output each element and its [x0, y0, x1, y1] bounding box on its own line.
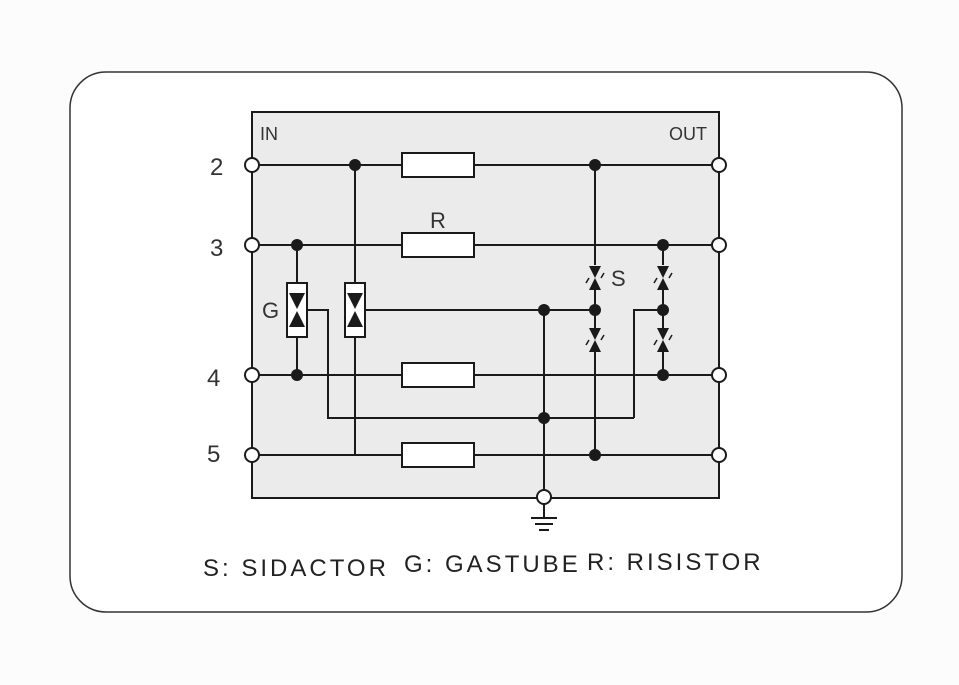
terminal-in-5 — [244, 447, 260, 463]
sidactor-1b — [585, 328, 605, 352]
junction-dot — [538, 412, 550, 424]
terminal-in-3 — [244, 237, 260, 253]
junction-dot — [657, 239, 669, 251]
terminal-out-2 — [711, 157, 727, 173]
resistor-4 — [401, 362, 475, 388]
junction-dot — [657, 304, 669, 316]
terminal-ground — [536, 489, 552, 505]
junction-dot — [657, 369, 669, 381]
terminal-in-2 — [244, 157, 260, 173]
sidactor-1a — [585, 266, 605, 290]
gastube-1-triangle-up — [289, 311, 305, 327]
junction-dot — [291, 369, 303, 381]
gastube-1-ground-wire — [307, 309, 634, 419]
junction-dot — [589, 449, 601, 461]
junction-dot — [349, 159, 361, 171]
gastube-1-triangle-down — [289, 293, 305, 309]
terminal-out-4 — [711, 367, 727, 383]
legend-sidactor: S: SIDACTOR — [203, 555, 389, 582]
ground-icon — [531, 504, 557, 531]
terminal-out-5 — [711, 447, 727, 463]
sidactor-label: S — [611, 266, 626, 291]
pin-2-label: 2 — [210, 154, 223, 181]
pin-3-label: 3 — [210, 235, 223, 262]
pin-5-label: 5 — [207, 441, 220, 468]
gastube-1 — [286, 282, 308, 338]
junction-dot — [589, 159, 601, 171]
in-label: IN — [260, 124, 278, 144]
resistor-3 — [401, 232, 475, 258]
legend-gastube: G: GASTUBE — [404, 551, 581, 578]
gastube-2 — [344, 282, 366, 338]
sidactor-2-ground-wire — [633, 309, 663, 418]
terminal-out-3 — [711, 237, 727, 253]
out-label: OUT — [669, 124, 707, 144]
junction-dot — [538, 304, 550, 316]
resistor-label: R — [430, 208, 446, 233]
gastube-2-triangle-down — [347, 293, 363, 309]
sidactor-2b — [653, 328, 673, 352]
module-box — [251, 111, 720, 499]
junction-dot — [589, 304, 601, 316]
resistor-5 — [401, 442, 475, 468]
sidactor-2a — [653, 266, 673, 290]
junction-dot — [291, 239, 303, 251]
resistor-2 — [401, 152, 475, 178]
gastube-2-triangle-up — [347, 311, 363, 327]
legend-resistor: R: RISISTOR — [587, 549, 764, 576]
terminal-in-4 — [244, 367, 260, 383]
pin-4-label: 4 — [207, 365, 220, 392]
gastube-label: G — [262, 298, 279, 323]
